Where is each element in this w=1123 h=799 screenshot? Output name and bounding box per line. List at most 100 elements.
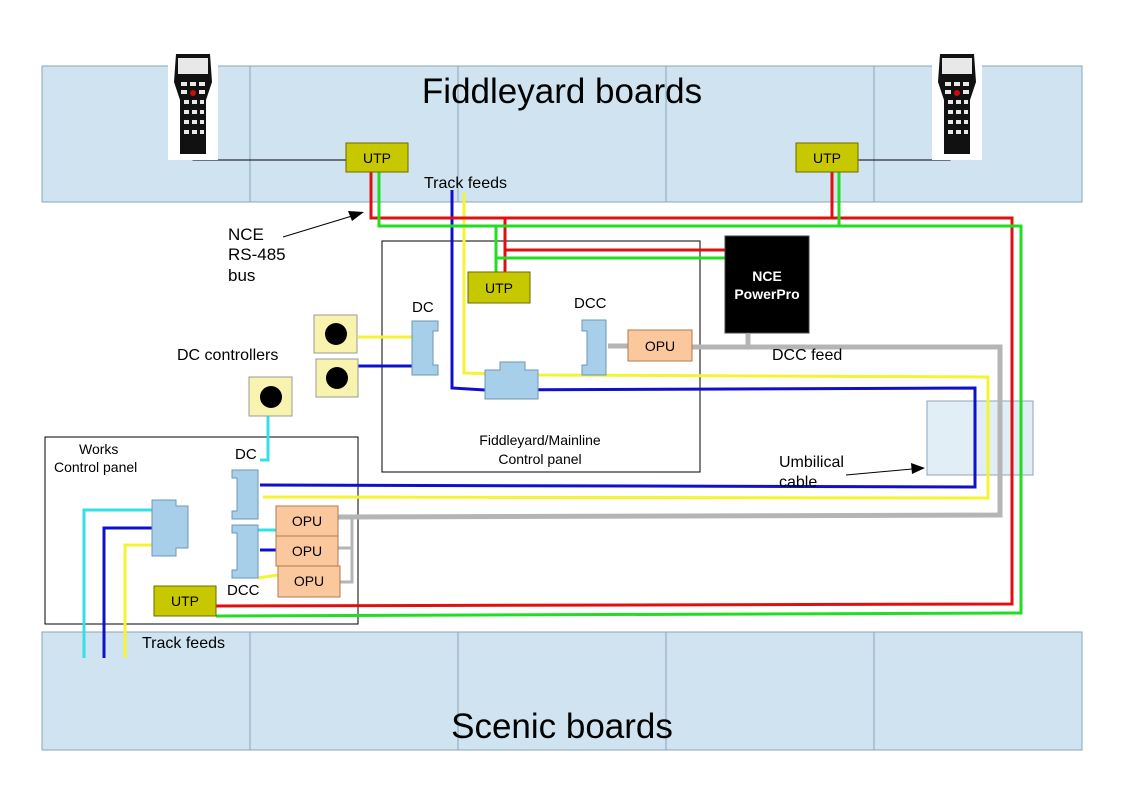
- dc-controller-1-knob[interactable]: [325, 323, 347, 345]
- opu-box-works-2-rect: [275, 535, 339, 567]
- wire-red-main-bus: [215, 172, 1014, 608]
- wire-yellow-track-feed: [123, 543, 152, 658]
- opu-box-works-3: OPU: [277, 565, 341, 598]
- wire-yellow-mainline: [262, 193, 990, 500]
- opu-label: OPU: [645, 338, 675, 354]
- throttle-right-knob: [954, 90, 960, 96]
- utp-label: UTP: [485, 280, 513, 296]
- throttle-right-screen: [942, 58, 972, 74]
- fiddleyard-panel-label-2: Control panel: [498, 451, 581, 467]
- utp-box-top-left-rect: [345, 142, 409, 173]
- utp-label: UTP: [363, 150, 391, 166]
- connector-dcc-fiddleyard: [581, 319, 607, 376]
- opu-box-fiddleyard-rect: [627, 329, 693, 362]
- diagram-labels: Track feeds NCE RS-485 bus DC DCC DC con…: [54, 175, 844, 652]
- dcc-feed-grey-wires: [337, 334, 1003, 520]
- utp-label: UTP: [813, 150, 841, 166]
- nce-powerpro-box: [724, 235, 810, 334]
- connector-works-track-feeds: [151, 499, 189, 557]
- dc-controller-2[interactable]: [315, 358, 359, 398]
- track-feeds-label-top: Track feeds: [424, 175, 507, 192]
- wire-grey-dcc-feed: [337, 344, 1003, 520]
- umbilical-arrow: [845, 463, 925, 476]
- utp-box-top-left: UTP: [345, 142, 409, 173]
- utp-box-fiddleyard-panel-rect: [467, 271, 531, 304]
- utp-box-top-right: UTP: [795, 142, 859, 173]
- wire-blue-track-feed: [102, 526, 152, 658]
- scenic-board-2: [249, 631, 459, 751]
- works-opu-grey-links: [338, 517, 354, 584]
- scenic-board-1: [41, 631, 251, 751]
- scenic-board-5: [873, 631, 1083, 751]
- dc-label-works: DC: [235, 446, 257, 463]
- opu-label: OPU: [294, 573, 324, 589]
- nce-powerpro-label-1: NCE: [752, 268, 782, 284]
- dc-controller-3-knob[interactable]: [260, 386, 282, 408]
- nce-bus-arrow: [282, 211, 364, 238]
- wire-grey-opu-link: [340, 517, 354, 584]
- fiddleyard-boards: Fiddleyard boards: [41, 65, 1083, 203]
- opu-label: OPU: [292, 513, 322, 529]
- fiddleyard-panel-label-1: Fiddleyard/Mainline: [479, 432, 601, 448]
- nce-bus-arrow-head: [348, 211, 364, 221]
- fiddleyard-boards-title: Fiddleyard boards: [422, 72, 702, 111]
- throttle-left-knob: [190, 90, 196, 96]
- utp-box-works-panel: UTP: [153, 585, 217, 617]
- dc-controller-1[interactable]: [313, 314, 358, 354]
- fiddleyard-control-panel: [381, 240, 701, 473]
- umbilical-label-line-2: cable: [779, 474, 817, 491]
- scenic-boards: Scenic boards: [41, 631, 1083, 751]
- scenic-board-4: [665, 631, 875, 751]
- scenic-boards-title: Scenic boards: [451, 707, 673, 746]
- throttle-right-keypad: [945, 82, 969, 134]
- nce-bus-label-line-1: NCE: [228, 225, 264, 244]
- wire-cyan-controller: [260, 416, 270, 462]
- cyan-wires: [82, 416, 276, 658]
- dc-controller-2-knob[interactable]: [326, 367, 348, 389]
- utp-box-fiddleyard-panel: UTP: [467, 271, 531, 304]
- nce-powerpro: NCE PowerPro: [724, 235, 810, 334]
- wire-blue-mainline: [259, 190, 977, 489]
- opu-box-works-2: OPU: [275, 535, 339, 567]
- umbilical-cable-box: [926, 400, 1034, 476]
- fiddleyard-board-2: [249, 65, 459, 203]
- throttle-left-keypad: [181, 82, 205, 134]
- utp-label: UTP: [171, 593, 199, 609]
- wire-yellow-opu: [257, 573, 279, 580]
- connector-dc-fiddleyard: [411, 320, 439, 376]
- scenic-board-3: [457, 631, 667, 751]
- wire-green-main-bus: [215, 172, 1023, 618]
- handheld-throttle-right: [932, 50, 982, 160]
- works-control-panel: [44, 436, 359, 625]
- dcc-feed-label: DCC feed: [772, 347, 842, 364]
- nce-bus-arrow-line: [282, 215, 353, 238]
- opu-label: OPU: [292, 543, 322, 559]
- handheld-throttle-left: [168, 50, 218, 160]
- opu-box-works-3-rect: [277, 565, 341, 598]
- wire-cyan-track-feed: [82, 508, 152, 658]
- connectors: [151, 319, 607, 579]
- dc-controllers-label: DC controllers: [177, 347, 278, 364]
- utp-box-works-panel-rect: [153, 585, 217, 617]
- opu-box-fiddleyard: OPU: [627, 329, 693, 362]
- nce-bus-label-line-3: bus: [228, 266, 255, 285]
- works-panel-label-1: Works: [79, 441, 118, 457]
- dc-label-fiddleyard: DC: [412, 299, 434, 316]
- dcc-label-works: DCC: [227, 582, 260, 599]
- umbilical-label-line-1: Umbilical: [779, 454, 844, 471]
- connector-umbilical-plug: [484, 361, 539, 400]
- nce-bus-green-wires: [215, 172, 1023, 618]
- fiddleyard-board-3: [457, 65, 667, 203]
- fiddleyard-board-1: [41, 65, 251, 203]
- throttle-left-screen: [178, 58, 208, 74]
- dcc-label-fiddleyard: DCC: [574, 295, 607, 312]
- umbilical-arrow-head: [911, 463, 925, 474]
- works-panel-label-2: Control panel: [54, 459, 137, 475]
- connector-dcc-works: [231, 524, 259, 579]
- nce-bus-label-line-2: RS-485: [228, 245, 286, 264]
- connector-dc-works: [231, 469, 259, 520]
- umbilical-arrow-line: [845, 468, 913, 476]
- dc-controller-3[interactable]: [248, 376, 293, 417]
